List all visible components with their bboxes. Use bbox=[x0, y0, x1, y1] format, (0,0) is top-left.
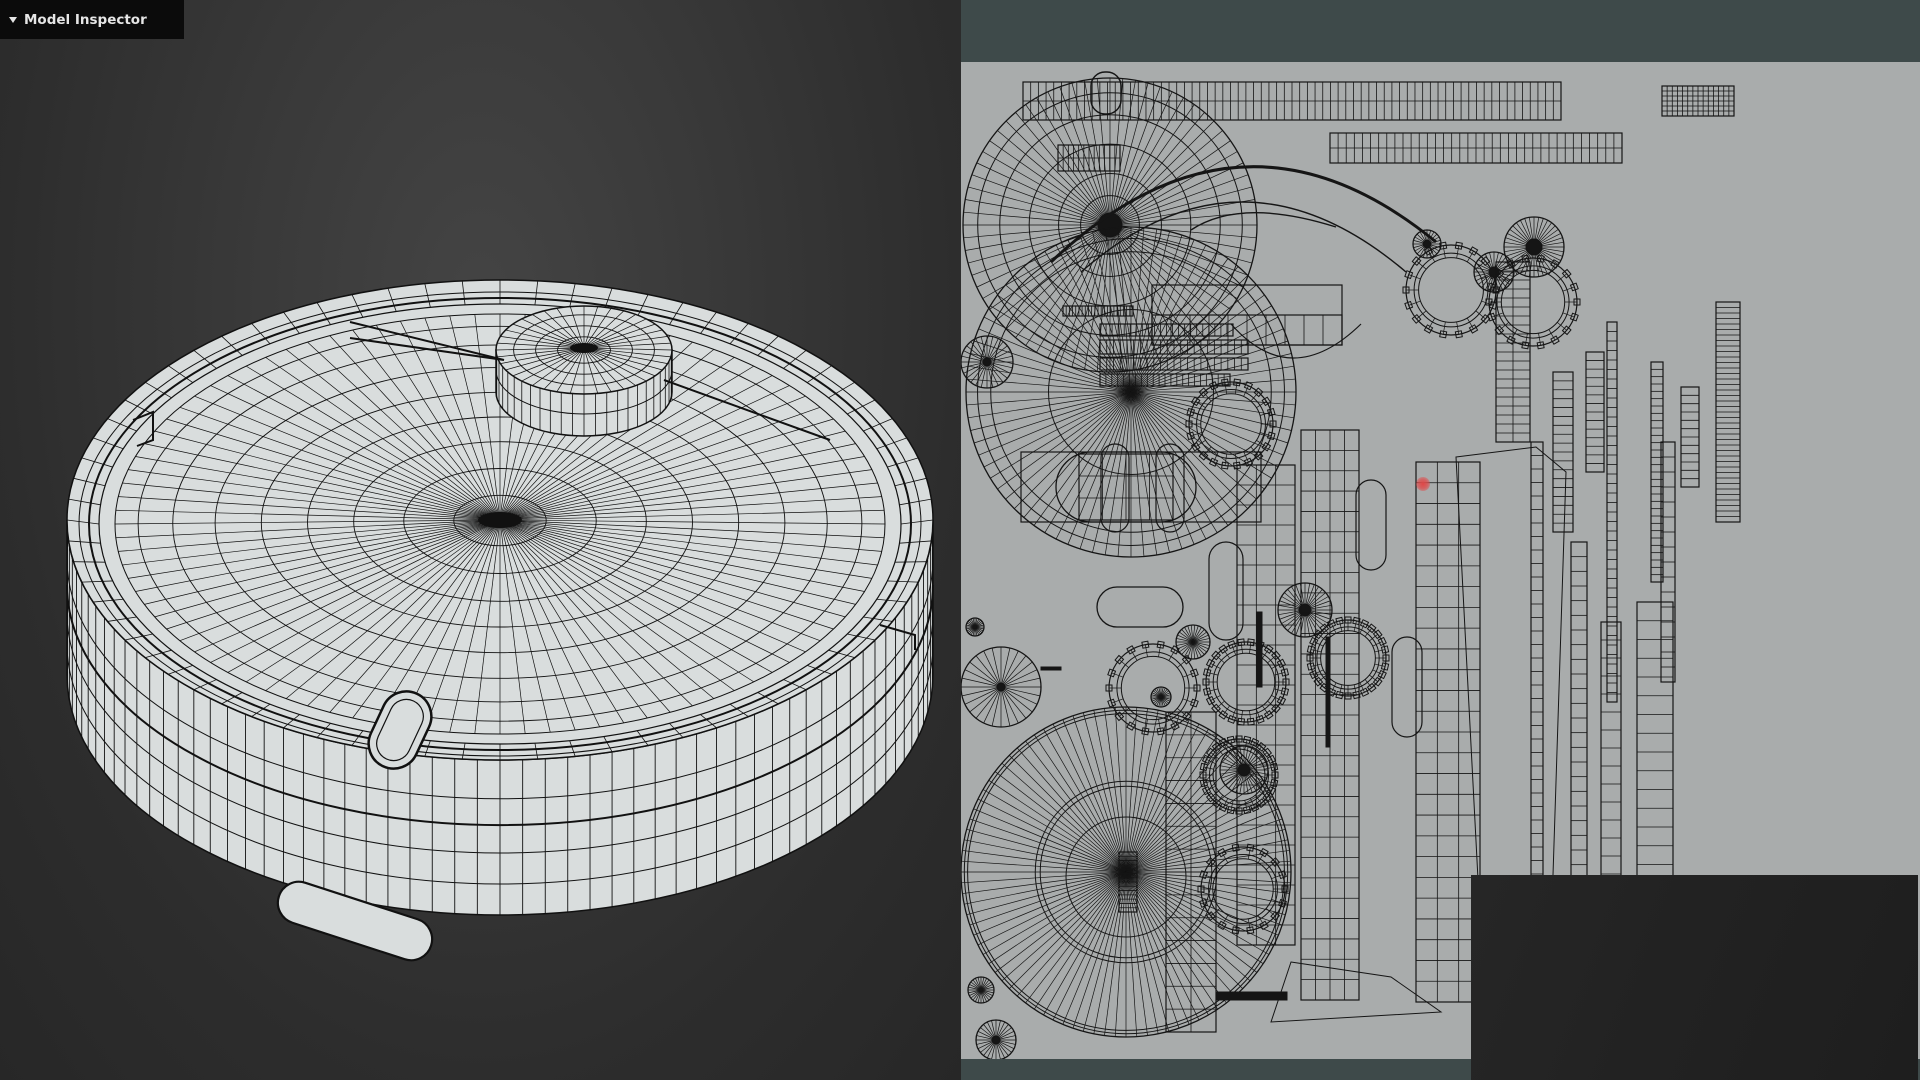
model-inspector-header[interactable]: Model Inspector bbox=[0, 0, 184, 39]
3d-viewport[interactable]: Model Inspector bbox=[0, 0, 961, 1080]
uv-islands bbox=[961, 71, 1741, 1059]
model-inspector-title: Model Inspector bbox=[24, 11, 147, 28]
uv-cursor-marker bbox=[1416, 477, 1430, 491]
dark-overlay-panel bbox=[1471, 875, 1918, 1080]
robot-vacuum-wireframe-model[interactable] bbox=[0, 0, 961, 1080]
caret-down-icon bbox=[9, 16, 17, 23]
